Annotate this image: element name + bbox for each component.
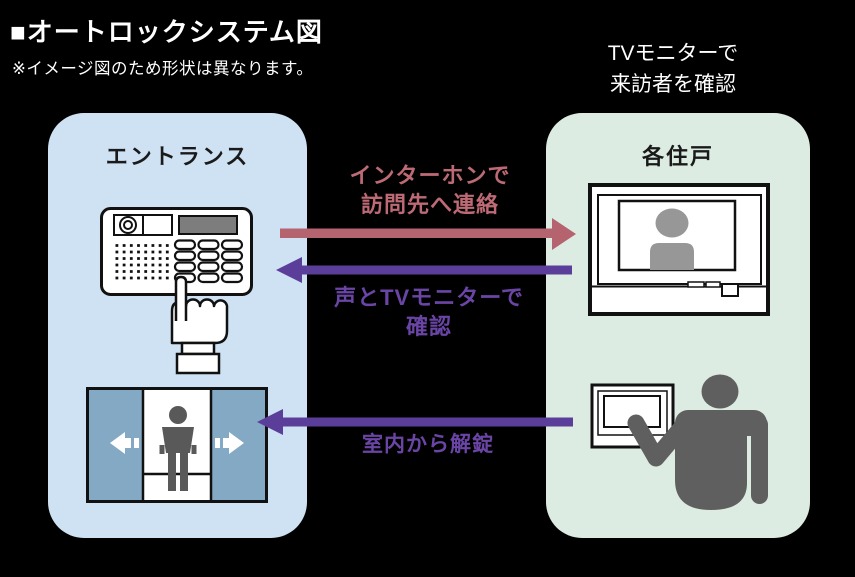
sliding-door-with-person-icon (86, 387, 268, 503)
unlock-arrow-left-icon (257, 409, 573, 435)
confirm-flow-label: 声とTVモニターで 確認 (319, 283, 539, 341)
call-flow-label-line1: インターホンで (349, 163, 511, 188)
call-flow-label-line2: 訪問先へ連絡 (360, 192, 499, 217)
resident-pressing-wall-monitor-icon (590, 374, 768, 510)
entrance-panel-title: エントランス (105, 144, 250, 169)
resident-silhouette-icon (627, 374, 768, 510)
speaker-grille-icon (115, 244, 170, 280)
door-open-arrows-icon (110, 432, 244, 454)
tv-monitor-caption: TVモニターで 来訪者を確認 (541, 38, 805, 100)
residence-panel-title: 各住戸 (641, 144, 714, 169)
page-title: ■オートロックシステム図 (10, 17, 323, 47)
confirm-flow-label-line2: 確認 (405, 314, 452, 339)
tv-monitor-caption-line1: TVモニターで (607, 42, 739, 65)
disclaimer-note: ※イメージ図のため形状は異なります。 (12, 60, 314, 78)
call-arrow-right-icon (280, 218, 576, 250)
visitor-silhouette-icon (650, 208, 694, 270)
confirm-arrow-left-icon (276, 257, 572, 283)
confirm-flow-label-line1: 声とTVモニターで (334, 285, 524, 310)
hand-pressing-button-icon (170, 275, 229, 375)
unlock-flow-label: 室内から解錠 (362, 433, 494, 456)
tv-monitor-caption-line2: 来訪者を確認 (610, 73, 736, 96)
person-silhouette-icon (159, 406, 197, 491)
call-flow-label: インターホンで 訪問先へ連絡 (320, 161, 540, 219)
tv-monitor-with-visitor-icon (588, 183, 770, 316)
